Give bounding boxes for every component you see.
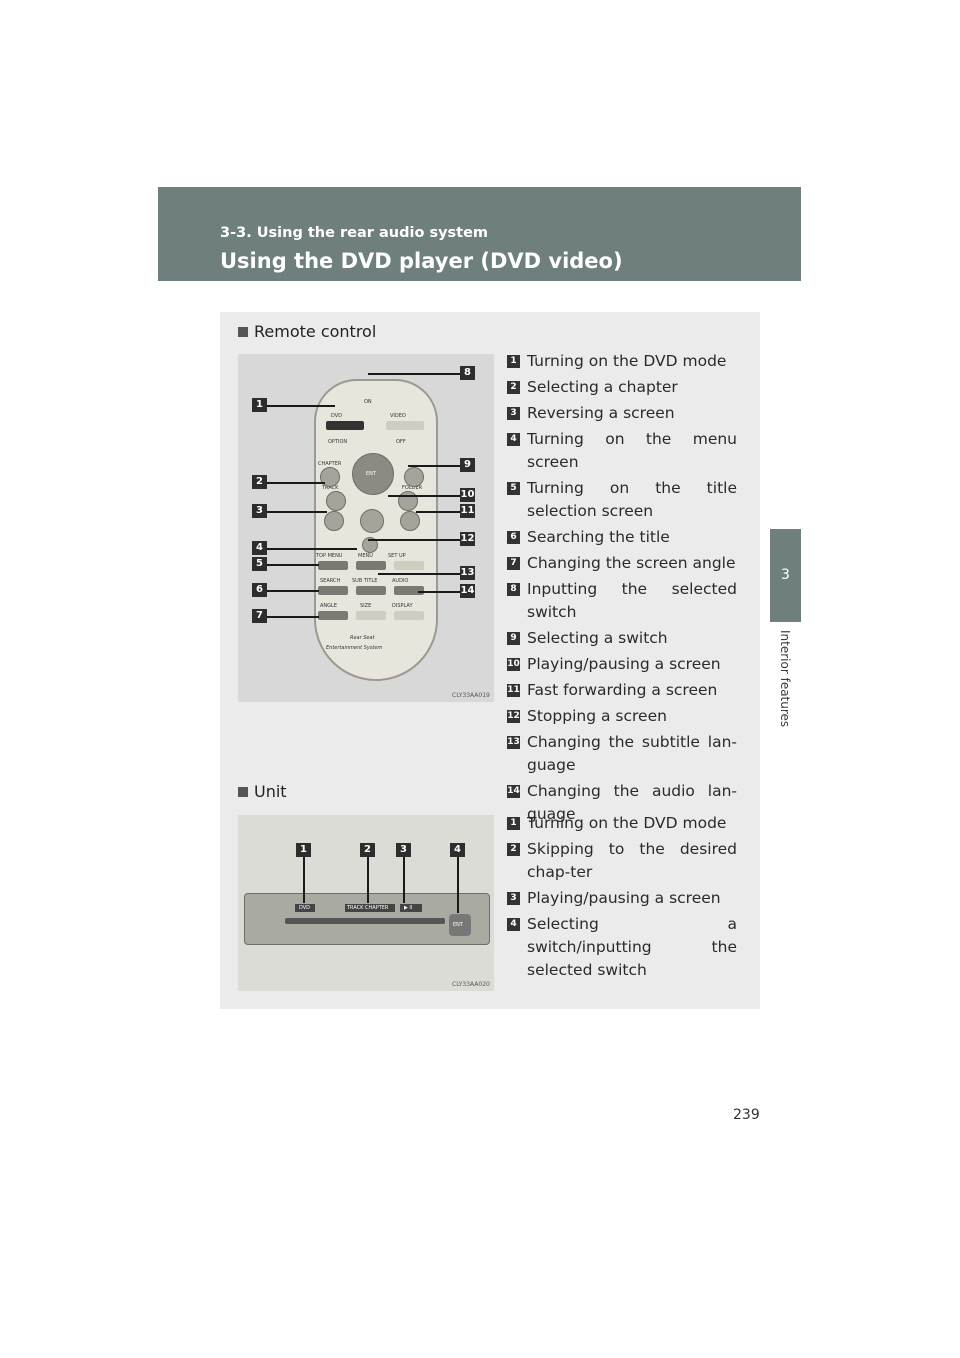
- chapter-tab-label: Interior features: [778, 630, 792, 728]
- page-number: 239: [733, 1107, 760, 1123]
- image-code: CLY33AA019: [452, 692, 490, 699]
- callout-9: 9: [460, 458, 475, 472]
- section-title: 3-3. Using the rear audio system: [220, 225, 489, 241]
- callout-1: 1: [252, 398, 267, 412]
- callout-10: 10: [460, 488, 475, 502]
- header-banner: 3-3. Using the rear audio system Using t…: [158, 187, 801, 281]
- callout-8: 8: [460, 366, 475, 380]
- chapter-tab: 3: [770, 529, 801, 622]
- callout-1: 1: [296, 843, 311, 857]
- callout-5: 5: [252, 557, 267, 571]
- square-bullet-icon: [238, 327, 248, 337]
- callout-2: 2: [360, 843, 375, 857]
- remote-control-image: ON DVD VIDEO OPTION OFF CHAPTER TRACK FO…: [238, 354, 494, 702]
- callout-4: 4: [450, 843, 465, 857]
- callout-3: 3: [252, 504, 267, 518]
- page-title: Using the DVD player (DVD video): [220, 249, 623, 273]
- remote-body: ON DVD VIDEO OPTION OFF CHAPTER TRACK FO…: [314, 379, 438, 681]
- remote-heading: Remote control: [238, 322, 376, 341]
- callout-6: 6: [252, 583, 267, 597]
- unit-heading: Unit: [238, 782, 287, 801]
- image-code: CLY33AA020: [452, 981, 490, 988]
- callout-12: 12: [460, 532, 475, 546]
- callout-13: 13: [460, 566, 475, 580]
- callout-14: 14: [460, 584, 475, 598]
- square-bullet-icon: [238, 787, 248, 797]
- callout-4: 4: [252, 541, 267, 555]
- callout-2: 2: [252, 475, 267, 489]
- callout-3: 3: [396, 843, 411, 857]
- content-panel: Remote control ON DVD VIDEO OPTION OFF C…: [220, 312, 760, 1009]
- unit-image: DVD TRACK CHAPTER ▶ II ENT 1 2 3 4 CLY33…: [238, 815, 494, 991]
- callout-11: 11: [460, 504, 475, 518]
- callout-7: 7: [252, 609, 267, 623]
